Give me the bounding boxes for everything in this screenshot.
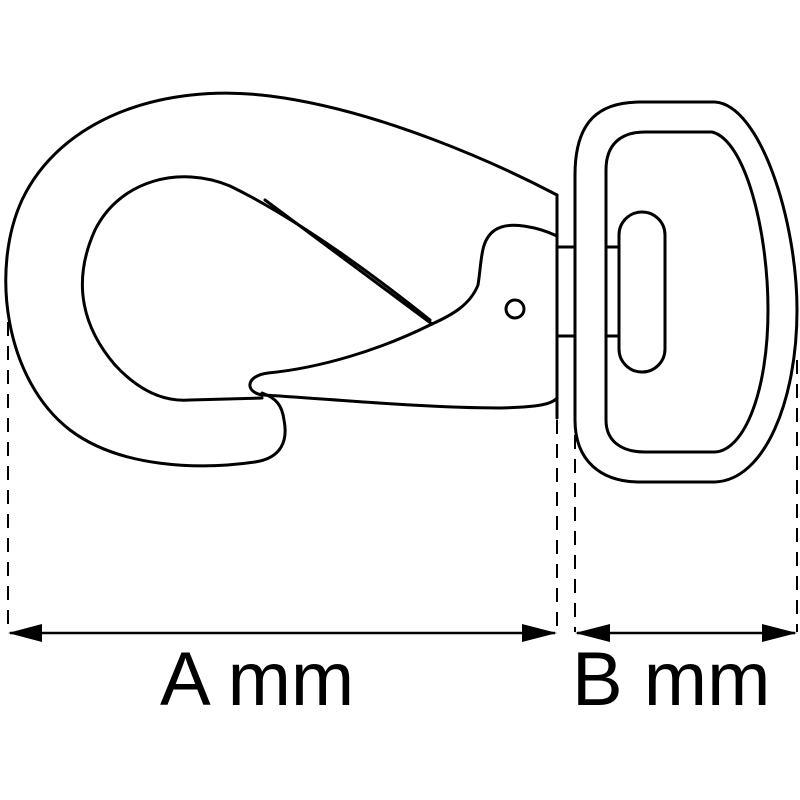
dimension-label-b: B mm [572, 637, 771, 722]
swivel-slot [617, 210, 667, 374]
swivel-ring-inner [604, 130, 770, 454]
swivel-shaft [555, 245, 577, 338]
latch-diagonal-line [263, 198, 434, 326]
dimension-label-a: A mm [160, 637, 355, 722]
arrow-b-left-icon [575, 624, 610, 642]
slot-connector [604, 245, 621, 338]
arrow-a-left-icon [8, 624, 42, 642]
arrow-b-right-icon [762, 624, 797, 642]
arrow-a-right-icon [522, 624, 557, 642]
swivel-ring-outer [573, 100, 799, 484]
hook-inner-opening [80, 175, 432, 402]
rivet-icon [504, 298, 526, 320]
hook-body-outline [4, 91, 559, 468]
gate-latch [248, 223, 559, 410]
